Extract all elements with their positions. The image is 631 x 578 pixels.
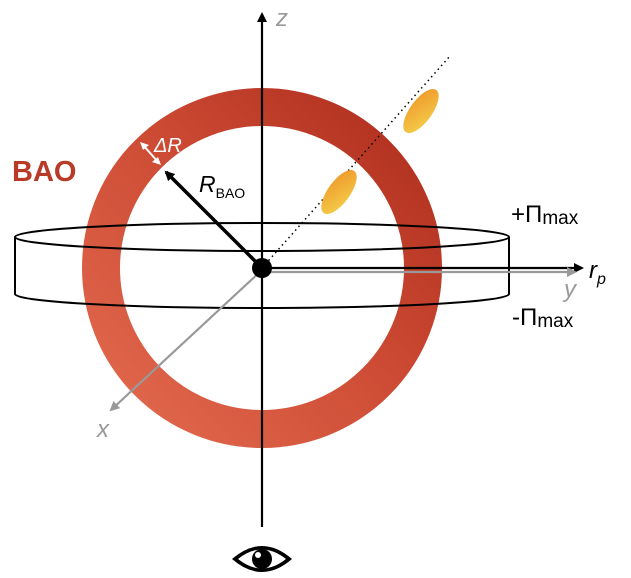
pi-max-minus-label: -Πmax <box>512 304 574 332</box>
x-axis-label: x <box>96 416 110 443</box>
z-axis-label: z <box>275 5 288 32</box>
delta-r-label: ΔR <box>153 135 182 157</box>
bao-label: BAO <box>12 156 76 188</box>
x-axis <box>109 269 263 412</box>
y-axis-label: y <box>562 276 578 303</box>
pi-max-plus-label: +Πmax <box>511 201 579 229</box>
r-bao-label: RBAO <box>199 171 245 201</box>
origin-point <box>252 258 272 278</box>
delta-r-arrow <box>140 142 161 165</box>
r-bao-arrow <box>164 170 264 270</box>
galaxy-lower <box>321 169 357 215</box>
eye-icon <box>232 546 292 572</box>
line-of-sight <box>261 55 451 269</box>
rp-axis-label: rp <box>589 257 606 288</box>
galaxy-upper <box>403 88 439 134</box>
